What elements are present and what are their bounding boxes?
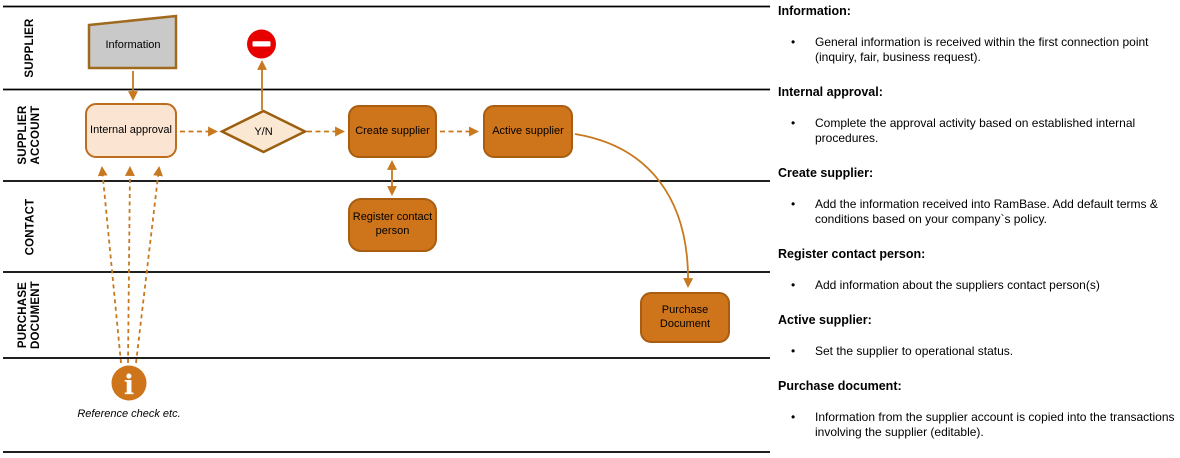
bullet-text: Add information about the suppliers cont… [815,278,1100,292]
purchase-document-node: Purchase Document [640,292,730,343]
bullet-item: • Add the information received into RamB… [778,197,1176,227]
flowchart-canvas: i [3,5,770,453]
bullet-text: Complete the approval activity based on … [815,116,1136,145]
info-icon: i [111,365,147,401]
lane-label-supplier-account: SUPPLIER ACCOUNT [17,105,42,165]
active-supplier-node: Active supplier [483,105,573,158]
swimlane-flowchart: i SUPPLIER SUPPLIER ACCOUNT CONTACT PURC… [3,5,770,453]
lane-label-contact: CONTACT [24,198,37,256]
bullet-item: • General information is received within… [778,35,1176,65]
section-information: Information: • General information is re… [778,4,1176,65]
section-heading: Active supplier: [778,313,872,327]
section-heading: Information: [778,4,851,18]
decision-node-label: Y/N [254,125,273,138]
section-purchase-document: Purchase document: • Information from th… [778,379,1176,440]
lane-lines [3,5,770,453]
svg-text:i: i [124,370,134,401]
reference-check-note: Reference check etc. [77,408,181,420]
section-register-contact: Register contact person: • Add informati… [778,247,1176,293]
bullet-marker: • [791,35,796,49]
bullet-item: • Complete the approval activity based o… [778,116,1176,146]
bullet-item: • Set the supplier to operational status… [778,344,1176,359]
section-create-supplier: Create supplier: • Add the information r… [778,166,1176,227]
arrow-reference-right [135,166,163,364]
section-heading: Internal approval: [778,85,883,99]
bullet-marker: • [791,197,796,211]
bullet-marker: • [791,344,796,358]
arrow-reference-left [97,166,122,364]
arrow-active-to-purchase [574,133,694,288]
bullet-item: • Information from the supplier account … [778,410,1176,440]
bullet-text: Add the information received into RamBas… [815,197,1158,226]
section-heading: Purchase document: [778,379,902,393]
create-supplier-node: Create supplier [348,105,437,158]
lane-label-supplier: SUPPLIER [23,18,36,78]
bullet-marker: • [791,278,796,292]
bullet-text: Set the supplier to operational status. [815,344,1014,358]
section-active-supplier: Active supplier: • Set the supplier to o… [778,313,1176,359]
bullet-text: General information is received within t… [815,35,1149,64]
section-heading: Register contact person: [778,247,926,261]
information-node-label: Information [105,38,161,51]
bullet-item: • Add information about the suppliers co… [778,278,1176,293]
flow-arrows [97,60,694,364]
section-internal-approval: Internal approval: • Complete the approv… [778,85,1176,146]
lane-label-purchase-document: PURCHASE DOCUMENT [17,280,42,350]
bullet-marker: • [791,116,796,130]
stop-icon [247,29,276,59]
arrow-reference-middle [124,166,135,364]
description-panel: Information: • General information is re… [778,4,1176,458]
decision-diamond [219,109,308,154]
internal-approval-node: Internal approval [85,103,177,158]
bullet-marker: • [791,410,796,424]
bullet-text: Information from the supplier account is… [815,410,1175,439]
register-contact-person-node: Register contact person [348,198,437,252]
information-shape [87,14,178,70]
section-heading: Create supplier: [778,166,874,180]
